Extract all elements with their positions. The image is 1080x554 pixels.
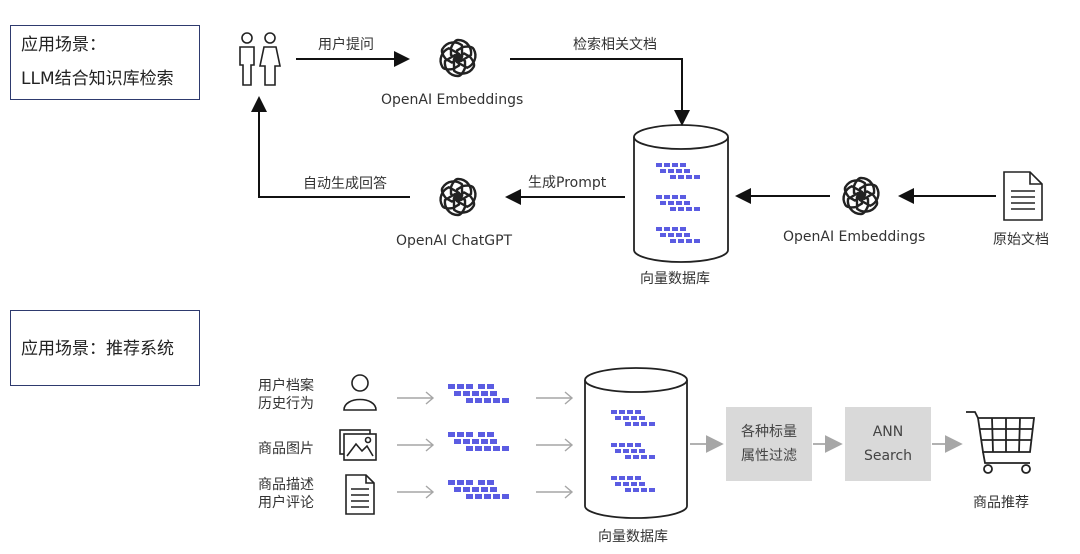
scene1-title-line1: 应用场景： (21, 35, 106, 55)
scene2-title-box: 应用场景：推荐系统 (10, 310, 200, 386)
user-profile-icon (343, 374, 377, 411)
vector-embedding-desc (448, 480, 509, 499)
desc-label-line2: 用户评论 (258, 495, 314, 511)
auto-answer-label: 自动生成回答 (303, 176, 387, 192)
shopping-cart-icon (966, 411, 1036, 474)
openai-logo-icon-top (434, 36, 482, 80)
embeddings-right-label: OpenAI Embeddings (783, 229, 926, 245)
ann-search-line2: Search (863, 448, 913, 464)
desc-label: 商品描述 用户评论 (258, 476, 314, 512)
ann-search-box: ANN Search (845, 407, 931, 481)
chatgpt-label: OpenAI ChatGPT (396, 233, 513, 249)
vector-db-cylinder-1 (633, 124, 729, 263)
gen-prompt-label: 生成Prompt (528, 175, 607, 191)
document-icon-desc (345, 474, 375, 515)
vector-db-label-2: 向量数据库 (598, 529, 668, 545)
profile-label-line2: 历史行为 (258, 396, 314, 412)
scene1-title-line2: LLM结合知识库检索 (21, 69, 174, 89)
scene1-title-box: 应用场景： LLM结合知识库检索 (10, 25, 200, 100)
arrow-auto-answer (251, 96, 410, 198)
document-icon-raw (1003, 171, 1043, 221)
scene2-title: 应用场景：推荐系统 (21, 339, 174, 359)
embeddings-top-label: OpenAI Embeddings (381, 92, 524, 108)
image-icon (339, 429, 377, 461)
openai-logo-icon-right (837, 174, 885, 218)
user-ask-label: 用户提问 (318, 37, 374, 53)
arrow-retrieve (510, 58, 690, 126)
vector-embedding-profile (448, 384, 509, 403)
retrieve-docs-label: 检索相关文档 (573, 37, 657, 53)
scalar-filter-line2: 属性过滤 (741, 448, 797, 464)
recommend-label: 商品推荐 (973, 495, 1029, 511)
ann-search-line1: ANN (872, 424, 904, 440)
product-image-label: 商品图片 (258, 441, 314, 457)
openai-logo-icon-chatgpt (434, 175, 482, 219)
vector-embedding-image (448, 432, 509, 451)
profile-label: 用户档案 历史行为 (258, 377, 314, 413)
users-icon (239, 32, 281, 86)
raw-doc-label: 原始文档 (993, 232, 1049, 248)
desc-label-line1: 商品描述 (258, 477, 314, 493)
scalar-filter-line1: 各种标量 (741, 424, 797, 440)
scalar-filter-box: 各种标量 属性过滤 (726, 407, 812, 481)
vector-db-cylinder-2 (584, 367, 688, 519)
vector-db-label-1: 向量数据库 (640, 271, 710, 287)
profile-label-line1: 用户档案 (258, 378, 314, 394)
